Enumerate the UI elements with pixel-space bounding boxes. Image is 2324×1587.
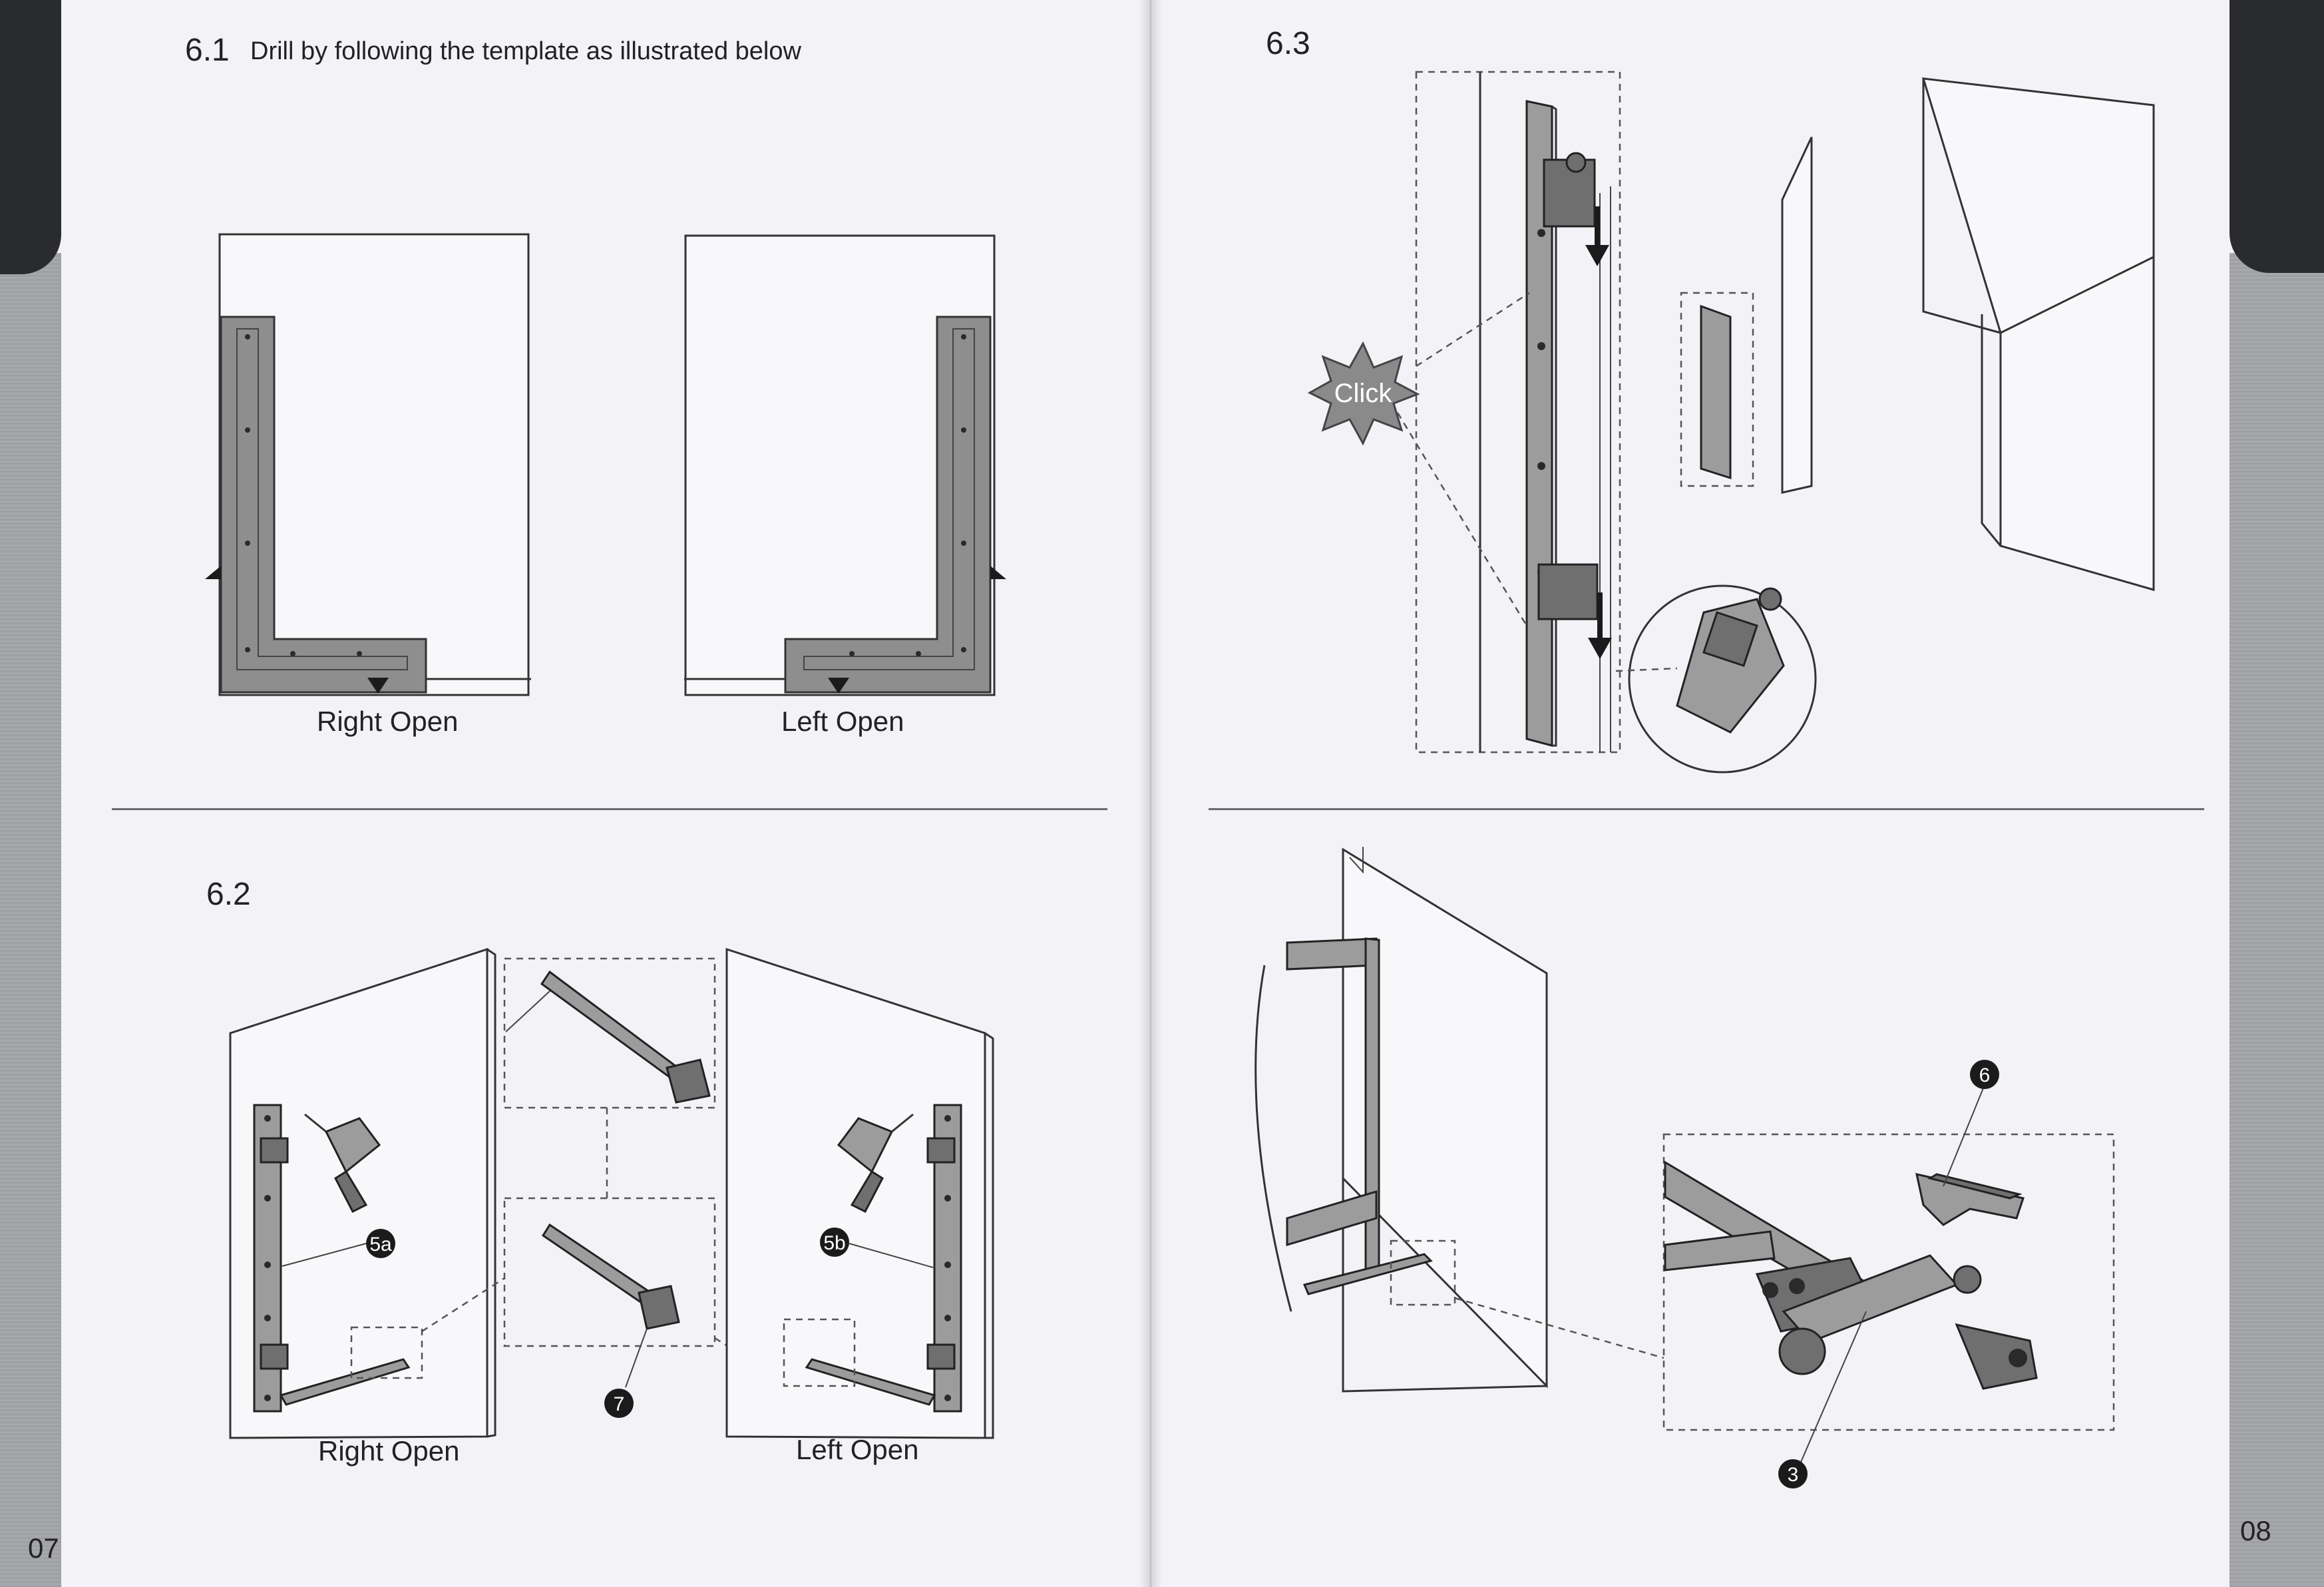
support-arm-illustration: 6 3 [1255, 847, 2115, 1488]
section-62-number: 6.2 [206, 877, 251, 912]
hinge-click-illustration: Click [1307, 71, 2155, 774]
arrow-down-icon [1588, 592, 1612, 659]
book-spine [1139, 0, 1162, 1587]
divider-right [1209, 808, 2204, 810]
click-label: Click [1334, 379, 1393, 408]
door-assembly-illustration: 5a 7 5b [229, 947, 994, 1439]
left-outer-edge [0, 253, 61, 1587]
right-outer-edge [2229, 253, 2324, 1587]
click-burst-icon: Click [1307, 341, 1420, 446]
page-number-right: 08 [2240, 1515, 2271, 1546]
badge-5b: 5b [823, 1232, 845, 1254]
triangle-marker-icon [367, 678, 389, 694]
section-63-number: 6.3 [1266, 26, 1310, 61]
triangle-marker-icon [205, 566, 221, 579]
caption-61-right-open: Right Open [317, 706, 459, 737]
badge-7: 7 [614, 1393, 625, 1415]
drill-icon [304, 1113, 381, 1214]
caption-62-right-open: Right Open [318, 1435, 460, 1467]
page-number-left: 07 [28, 1532, 59, 1564]
badge-3: 3 [1788, 1464, 1799, 1486]
badge-6: 6 [1979, 1064, 1991, 1086]
section-61-number: 6.1 [185, 33, 230, 68]
triangle-marker-icon [828, 678, 849, 694]
divider-left [112, 808, 1107, 810]
arrow-down-icon [1585, 206, 1609, 266]
template-left-open [684, 234, 1006, 696]
drill-icon [837, 1113, 914, 1214]
left-outer-edge-dark [0, 0, 61, 274]
triangle-marker-icon [990, 566, 1006, 579]
section-61-title: Drill by following the template as illus… [250, 37, 801, 65]
badge-5a: 5a [369, 1234, 392, 1255]
caption-62-left-open: Left Open [796, 1434, 919, 1465]
template-right-open [205, 233, 531, 696]
right-outer-edge-dark [2229, 0, 2324, 273]
caption-61-left-open: Left Open [781, 706, 904, 737]
